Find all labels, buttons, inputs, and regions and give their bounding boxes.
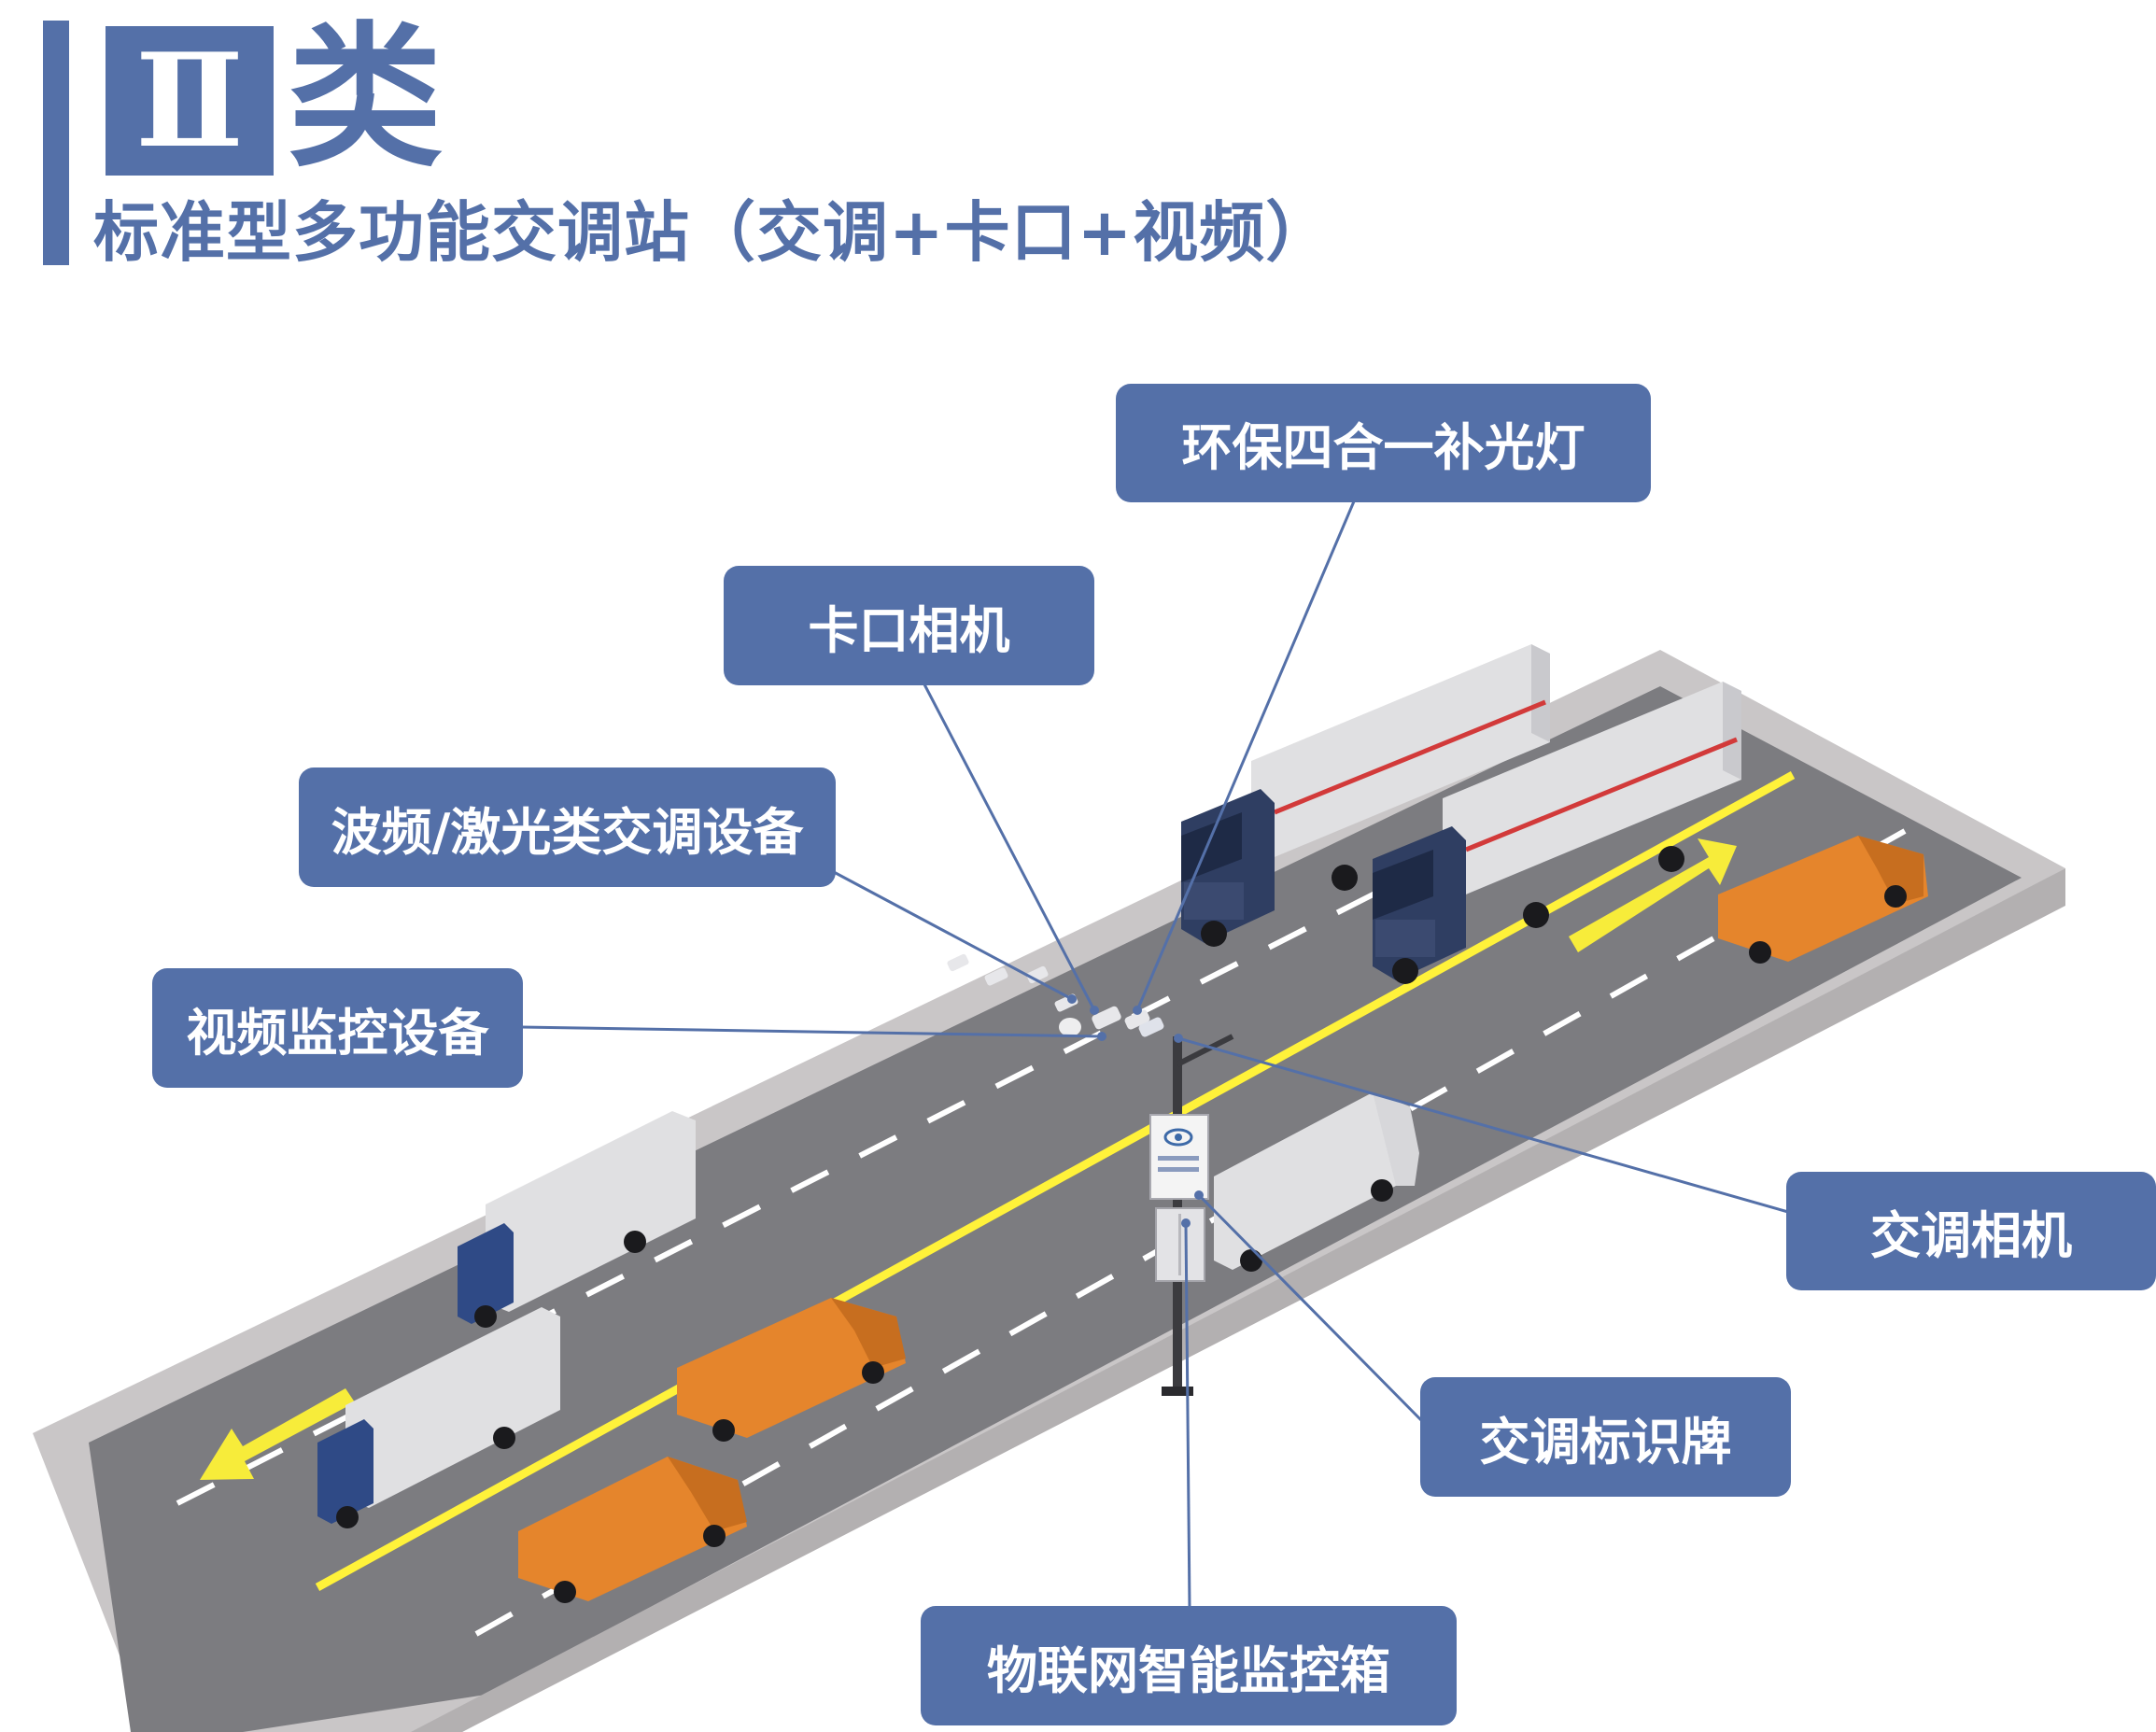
page-subtitle: 标准型多功能交调站（交调+卡口+视频） <box>93 194 1332 271</box>
box-truck-left-upper <box>458 1111 696 1328</box>
class-numeral: Ⅱ <box>134 24 245 176</box>
leader-traffic-sign <box>1197 1193 1424 1423</box>
leader-video-monitor <box>520 1025 1103 1038</box>
leader-checkpoint-camera <box>923 683 1096 1011</box>
road-surface <box>89 686 2022 1732</box>
label-wave-laser-device-text: 波频/激光类交调设备 <box>331 802 804 862</box>
road-side-edge <box>411 868 2065 1732</box>
leader-traffic-camera <box>1177 1036 1789 1214</box>
label-video-monitor-text: 视频监控设备 <box>186 1003 489 1063</box>
leader-lines <box>520 500 1789 1609</box>
van-right <box>1718 836 1928 964</box>
traffic-sign-board <box>1149 1114 1209 1200</box>
gantry-devices <box>947 953 1164 1037</box>
semi-truck-1 <box>1181 644 1550 947</box>
van-lower-upper <box>677 1298 906 1442</box>
van-lower-lower <box>518 1457 747 1603</box>
class-numeral-badge: Ⅱ <box>106 26 274 176</box>
leader-iot-box <box>1184 1222 1191 1609</box>
label-iot-box: 物联网智能监控箱 <box>921 1606 1457 1725</box>
label-env-light-text: 环保四合一补光灯 <box>1181 418 1585 477</box>
label-traffic-sign: 交调标识牌 <box>1420 1377 1791 1497</box>
label-checkpoint-camera: 卡口相机 <box>724 566 1094 685</box>
box-truck-left-lower <box>317 1307 560 1528</box>
label-traffic-sign-text: 交调标识牌 <box>1479 1412 1732 1471</box>
direction-arrow-right <box>1569 838 1737 952</box>
lane-dashes-left <box>176 725 1701 1506</box>
label-env-light: 环保四合一补光灯 <box>1116 384 1651 502</box>
class-char: 类 <box>288 8 443 189</box>
leader-wave-laser <box>833 870 1073 1001</box>
label-wave-laser-device: 波频/激光类交调设备 <box>299 767 836 887</box>
direction-arrow-left <box>200 1388 355 1480</box>
leader-env-light <box>1135 500 1356 1011</box>
header-accent-bar <box>43 21 69 265</box>
sign-pole <box>1149 1034 1234 1396</box>
label-checkpoint-camera-text: 卡口相机 <box>808 600 1010 660</box>
iot-monitor-cabinet <box>1155 1207 1205 1282</box>
road <box>33 650 2065 1732</box>
label-traffic-camera: 交调相机 <box>1786 1172 2156 1290</box>
leader-dots <box>1067 994 1204 1228</box>
label-iot-box-text: 物联网智能监控箱 <box>987 1640 1390 1700</box>
label-video-monitor: 视频监控设备 <box>152 968 523 1088</box>
label-traffic-camera-text: 交调相机 <box>1870 1206 2072 1265</box>
semi-truck-2 <box>1373 682 1741 984</box>
